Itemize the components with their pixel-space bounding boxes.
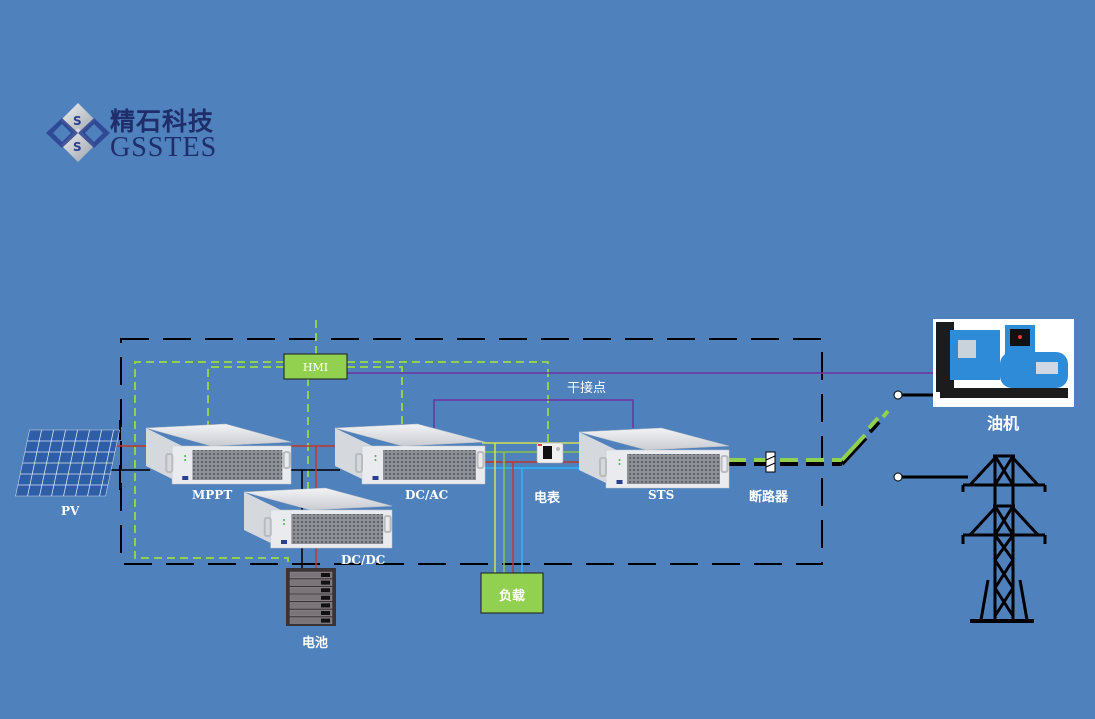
mppt-label: MPPT: [192, 488, 233, 502]
dcdc-label: DC/DC: [341, 553, 386, 567]
pv-label: PV: [61, 504, 80, 518]
ac-lines: [482, 442, 580, 575]
breaker-icon: [765, 451, 776, 473]
ac-output-line: [728, 409, 890, 466]
communication-lines: [134, 320, 549, 565]
sts-label: STS: [648, 488, 675, 502]
svg-text:S: S: [73, 140, 82, 154]
generator-label: 油机: [987, 414, 1020, 433]
signal-lines: [347, 372, 935, 428]
dcac-label: DC/AC: [405, 488, 449, 502]
generator-icon: [933, 319, 1074, 407]
logo-name-en: GSSTES: [110, 132, 218, 163]
meter-icon: [536, 442, 564, 464]
company-logo-icon: S S: [46, 103, 110, 162]
hmi-label: HMI: [302, 361, 329, 374]
dcdc-unit-icon: [243, 487, 393, 549]
mppt-unit-icon: [145, 423, 292, 485]
battery-label: 电池: [302, 636, 329, 651]
dry-contact-label: 干接点: [567, 381, 607, 396]
pv-panel-icon: [15, 429, 120, 497]
system-boundary: [120, 338, 823, 565]
transmission-tower-icon: [961, 454, 1047, 623]
load-label: 负载: [498, 589, 525, 604]
breaker-label: 断路器: [749, 490, 789, 505]
logo-name-cn: 精石科技: [110, 107, 215, 136]
dcac-unit-icon: [334, 423, 486, 485]
meter-label: 电表: [534, 491, 561, 506]
sts-unit-icon: [578, 427, 730, 489]
hmi-box: [283, 353, 348, 380]
load-box: [480, 572, 544, 614]
svg-text:S: S: [73, 114, 82, 128]
battery-cabinet-icon: [286, 568, 336, 626]
